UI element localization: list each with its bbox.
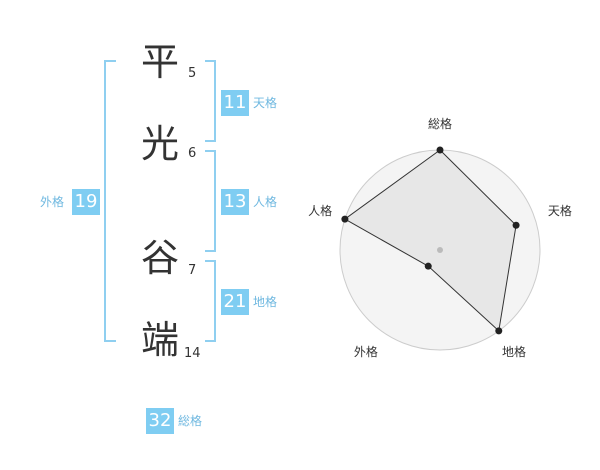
tenkaku-bracket [205, 60, 216, 142]
chikaku-bracket [205, 260, 216, 342]
name-char-1: 平 [140, 40, 179, 84]
gaikaku-label: 外格 [40, 195, 65, 209]
chikaku-label: 地格 [253, 295, 278, 309]
soukaku-value: 32 [146, 408, 174, 434]
jinkaku-label: 人格 [253, 195, 278, 209]
chikaku-value: 21 [221, 289, 249, 315]
name-char-2: 光 [140, 122, 179, 166]
axis-label-gaikaku: 外格 [354, 344, 378, 359]
radar-points [341, 146, 520, 335]
name-char-3: 谷 [140, 236, 179, 280]
radar-polygon [343, 149, 517, 332]
axis-label-soukaku: 総格 [428, 116, 452, 131]
jinkaku-bracket [205, 150, 216, 252]
stroke-count-3: 7 [188, 263, 197, 278]
radar-point [341, 215, 349, 223]
gaikaku-value: 19 [72, 189, 100, 215]
jinkaku-value: 13 [221, 189, 249, 215]
radar-point [436, 146, 444, 154]
radar-chart: 総格 天格 地格 外格 人格 [308, 116, 572, 359]
radar-center-dot [437, 247, 443, 253]
axis-label-tenkaku: 天格 [548, 203, 572, 218]
radar-point [512, 221, 520, 229]
radar-point [424, 262, 432, 270]
radar-point [495, 327, 503, 335]
name-char-4: 端 [140, 318, 179, 362]
tenkaku-value: 11 [221, 90, 249, 116]
axis-label-jinkaku: 人格 [308, 203, 332, 218]
stroke-count-4: 14 [184, 346, 201, 361]
stroke-count-1: 5 [188, 66, 197, 81]
radar-axis-labels: 総格 天格 地格 外格 人格 [308, 116, 572, 359]
gaikaku-bracket [104, 60, 116, 342]
tenkaku-label: 天格 [253, 96, 278, 110]
soukaku-label: 総格 [178, 414, 203, 428]
stroke-count-2: 6 [188, 146, 197, 161]
axis-label-chikaku: 地格 [502, 344, 526, 359]
